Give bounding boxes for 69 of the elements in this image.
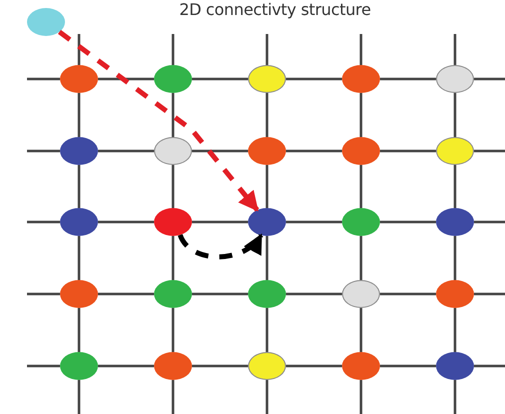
grid-line <box>454 165 456 208</box>
grid-line <box>192 364 248 368</box>
grid-line <box>78 308 80 352</box>
grid-line <box>454 236 456 280</box>
grid-line <box>98 78 154 80</box>
grid-line <box>380 364 436 368</box>
grid-line <box>172 165 174 208</box>
grid-line <box>78 165 80 208</box>
ellipse-node <box>154 137 192 165</box>
ellipse-node <box>342 352 380 380</box>
ellipse-node <box>154 208 192 236</box>
ellipse-node <box>60 280 98 308</box>
grid-line <box>286 364 342 368</box>
ellipse-node <box>436 280 474 308</box>
ellipse-node <box>60 352 98 380</box>
diagram-title: 2D connectivty structure <box>178 0 372 19</box>
grid-line <box>360 308 362 352</box>
ellipse-node <box>248 137 286 165</box>
grid-line <box>172 308 174 352</box>
grid-line <box>266 165 268 208</box>
ellipse-node <box>342 65 380 93</box>
grid-line <box>98 220 154 224</box>
ellipse-node <box>248 352 286 380</box>
grid-line <box>286 78 342 80</box>
grid-line <box>78 93 80 137</box>
grid-line <box>380 150 436 152</box>
grid-line <box>380 292 436 296</box>
ellipse-node <box>342 280 380 308</box>
ellipse-node <box>342 208 380 236</box>
ellipse-node <box>436 137 474 165</box>
grid-line <box>192 150 248 152</box>
grid-line <box>98 292 154 296</box>
grid-line <box>172 93 174 137</box>
grid-line <box>360 236 362 280</box>
grid-line <box>192 292 248 296</box>
grid-line <box>360 93 362 137</box>
grid-line <box>286 220 342 224</box>
grid-line <box>454 93 456 137</box>
grid-line <box>286 292 342 296</box>
grid-line <box>266 236 268 280</box>
ellipse-node <box>154 280 192 308</box>
ellipse-node <box>60 137 98 165</box>
ellipse-node <box>154 352 192 380</box>
ellipse-node <box>436 65 474 93</box>
ellipse-node <box>248 65 286 93</box>
grid-line <box>454 308 456 352</box>
ellipse-node <box>27 8 65 36</box>
grid-line <box>192 220 248 224</box>
grid-line <box>286 150 342 152</box>
grid-line <box>380 220 436 224</box>
ellipse-node <box>248 280 286 308</box>
grid-line <box>78 236 80 280</box>
arrow <box>58 30 260 212</box>
ellipse-node <box>154 65 192 93</box>
grid-line <box>380 78 436 80</box>
grid-line <box>98 364 154 368</box>
ellipse-node <box>436 352 474 380</box>
ellipse-node <box>248 208 286 236</box>
grid-line <box>98 150 154 152</box>
grid-line <box>172 236 174 280</box>
grid-line <box>266 308 268 352</box>
grid-line <box>192 78 248 80</box>
arrow <box>178 234 264 260</box>
ellipse-node <box>436 208 474 236</box>
ellipse-node <box>342 137 380 165</box>
ellipse-node <box>60 65 98 93</box>
grid-line <box>266 93 268 137</box>
grid-line <box>360 165 362 208</box>
ellipse-node <box>60 208 98 236</box>
